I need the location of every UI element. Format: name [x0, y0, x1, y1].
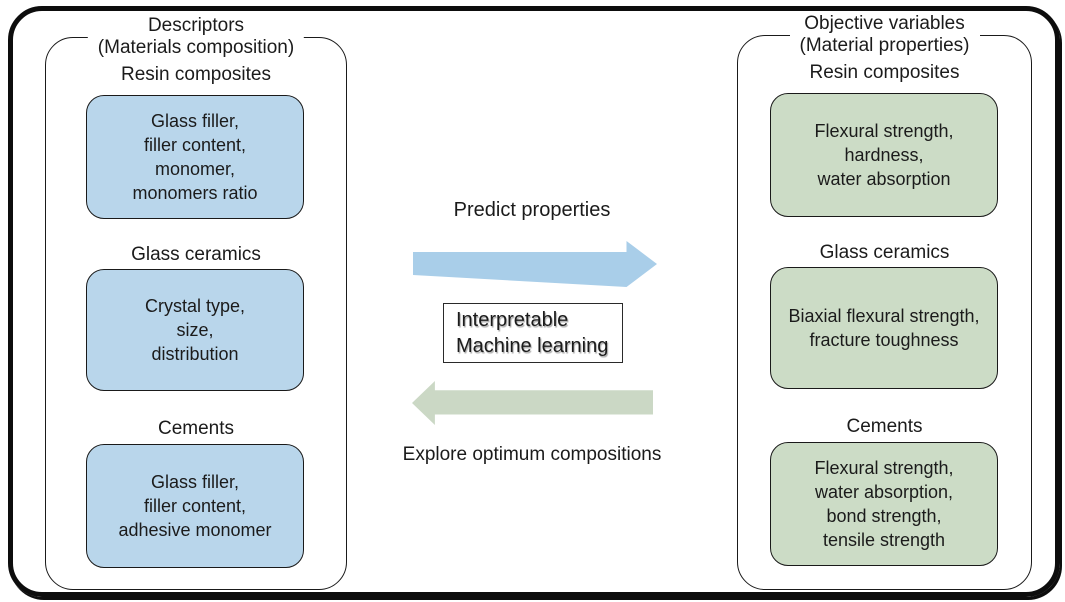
- box-line: tensile strength: [822, 530, 946, 550]
- descriptors-panel-heading: Descriptors (Materials composition): [87, 15, 305, 59]
- right-group-label-glass-ceramics: Glass ceramics: [819, 242, 950, 263]
- left-group-label-glass-ceramics: Glass ceramics: [131, 244, 261, 265]
- predict-properties-label: Predict properties: [453, 199, 611, 221]
- descriptors-subtitle: (Materials composition): [97, 37, 295, 58]
- ml-box-line: Machine learning: [456, 335, 609, 357]
- objective-panel-heading: Objective variables (Material properties…: [789, 13, 980, 57]
- box-line: hardness,: [844, 145, 924, 165]
- descriptors-panel: Descriptors (Materials composition) Resi…: [45, 15, 347, 590]
- right-box-glass-ceramics: Biaxial flexural strength, fracture toug…: [770, 267, 998, 389]
- left-group-label-resin-composites: Resin composites: [121, 64, 271, 85]
- right-group-label-resin-composites: Resin composites: [809, 62, 960, 83]
- box-line: Glass filler,: [150, 111, 240, 131]
- box-line: filler content,: [143, 135, 247, 155]
- box-line: filler content,: [143, 496, 247, 516]
- left-box-glass-ceramics: Crystal type, size, distribution: [86, 269, 304, 391]
- box-line: water absorption,: [814, 482, 954, 502]
- box-line: Crystal type,: [144, 296, 246, 316]
- box-line: fracture toughness: [809, 330, 959, 350]
- descriptors-title: Descriptors: [147, 15, 245, 36]
- left-group-label-cements: Cements: [157, 418, 235, 439]
- box-line: Glass filler,: [150, 472, 240, 492]
- box-line: adhesive monomer: [118, 520, 272, 540]
- explore-compositions-label: Explore optimum compositions: [402, 444, 662, 465]
- objective-variables-panel: Objective variables (Material properties…: [737, 13, 1032, 590]
- box-line: size,: [176, 320, 214, 340]
- outer-frame: [8, 6, 1060, 597]
- machine-learning-box: Interpretable Machine learning: [443, 303, 623, 363]
- box-line: Biaxial flexural strength,: [788, 306, 980, 326]
- ml-box-line: Interpretable: [456, 309, 569, 331]
- box-line: monomers ratio: [132, 183, 258, 203]
- box-line: distribution: [151, 344, 239, 364]
- right-box-resin-composites: Flexural strength, hardness, water absor…: [770, 93, 998, 217]
- box-line: water absorption: [817, 169, 951, 189]
- right-group-label-cements: Cements: [846, 416, 923, 437]
- box-line: monomer,: [154, 159, 236, 179]
- objective-subtitle: (Material properties): [799, 35, 970, 56]
- box-line: Flexural strength,: [814, 121, 954, 141]
- left-box-resin-composites: Glass filler, filler content, monomer, m…: [86, 95, 304, 219]
- objective-title: Objective variables: [804, 13, 965, 34]
- box-line: bond strength,: [826, 506, 942, 526]
- right-box-cements: Flexural strength, water absorption, bon…: [770, 442, 998, 566]
- left-box-cements: Glass filler, filler content, adhesive m…: [86, 444, 304, 568]
- box-line: Flexural strength,: [814, 458, 954, 478]
